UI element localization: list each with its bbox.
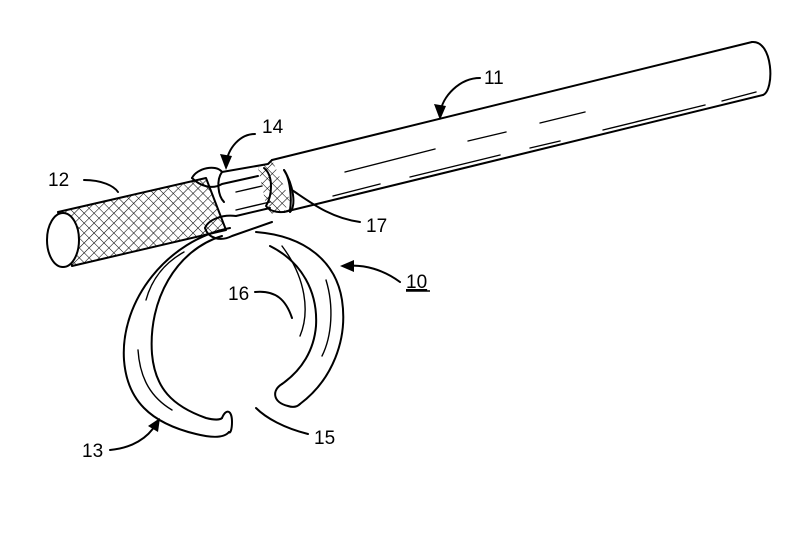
leader-15 xyxy=(255,407,309,435)
label-10: 10 xyxy=(406,272,427,293)
leader-17 xyxy=(291,189,361,223)
leader-10 xyxy=(345,264,401,283)
arrow-13 xyxy=(148,418,160,432)
rod-highlight-2 xyxy=(332,91,757,197)
arrow-14 xyxy=(220,154,232,170)
leader-12 xyxy=(83,179,119,193)
arrow-11 xyxy=(434,104,446,120)
clip-slot xyxy=(235,185,271,211)
label-16: 16 xyxy=(228,284,249,305)
ring-end-a xyxy=(221,410,233,434)
leader-13 xyxy=(109,423,157,451)
label-12: 12 xyxy=(48,170,69,191)
arrow-10 xyxy=(340,260,354,272)
leaders xyxy=(83,77,481,451)
rod-highlight-1 xyxy=(344,111,586,173)
label-17: 17 xyxy=(366,216,387,237)
ring-outer xyxy=(122,227,231,438)
knurled-grip xyxy=(46,160,290,268)
label-15: 15 xyxy=(314,428,335,449)
leader-11 xyxy=(439,77,481,115)
ring-inner xyxy=(150,235,223,421)
clip xyxy=(191,159,295,240)
label-11: 11 xyxy=(484,68,504,89)
ring-end-b xyxy=(274,383,301,408)
inner-face-curve xyxy=(281,245,306,337)
grip-end-face xyxy=(46,212,80,268)
label-13: 13 xyxy=(82,441,103,462)
ring-right-inner xyxy=(269,245,318,385)
rod xyxy=(271,40,772,213)
ring xyxy=(122,227,345,438)
label-14: 14 xyxy=(262,117,284,138)
reference-labels: 11 14 12 17 10 16 15 13 xyxy=(48,68,504,462)
ring-right-outer xyxy=(255,231,345,405)
leader-16 xyxy=(254,290,293,319)
